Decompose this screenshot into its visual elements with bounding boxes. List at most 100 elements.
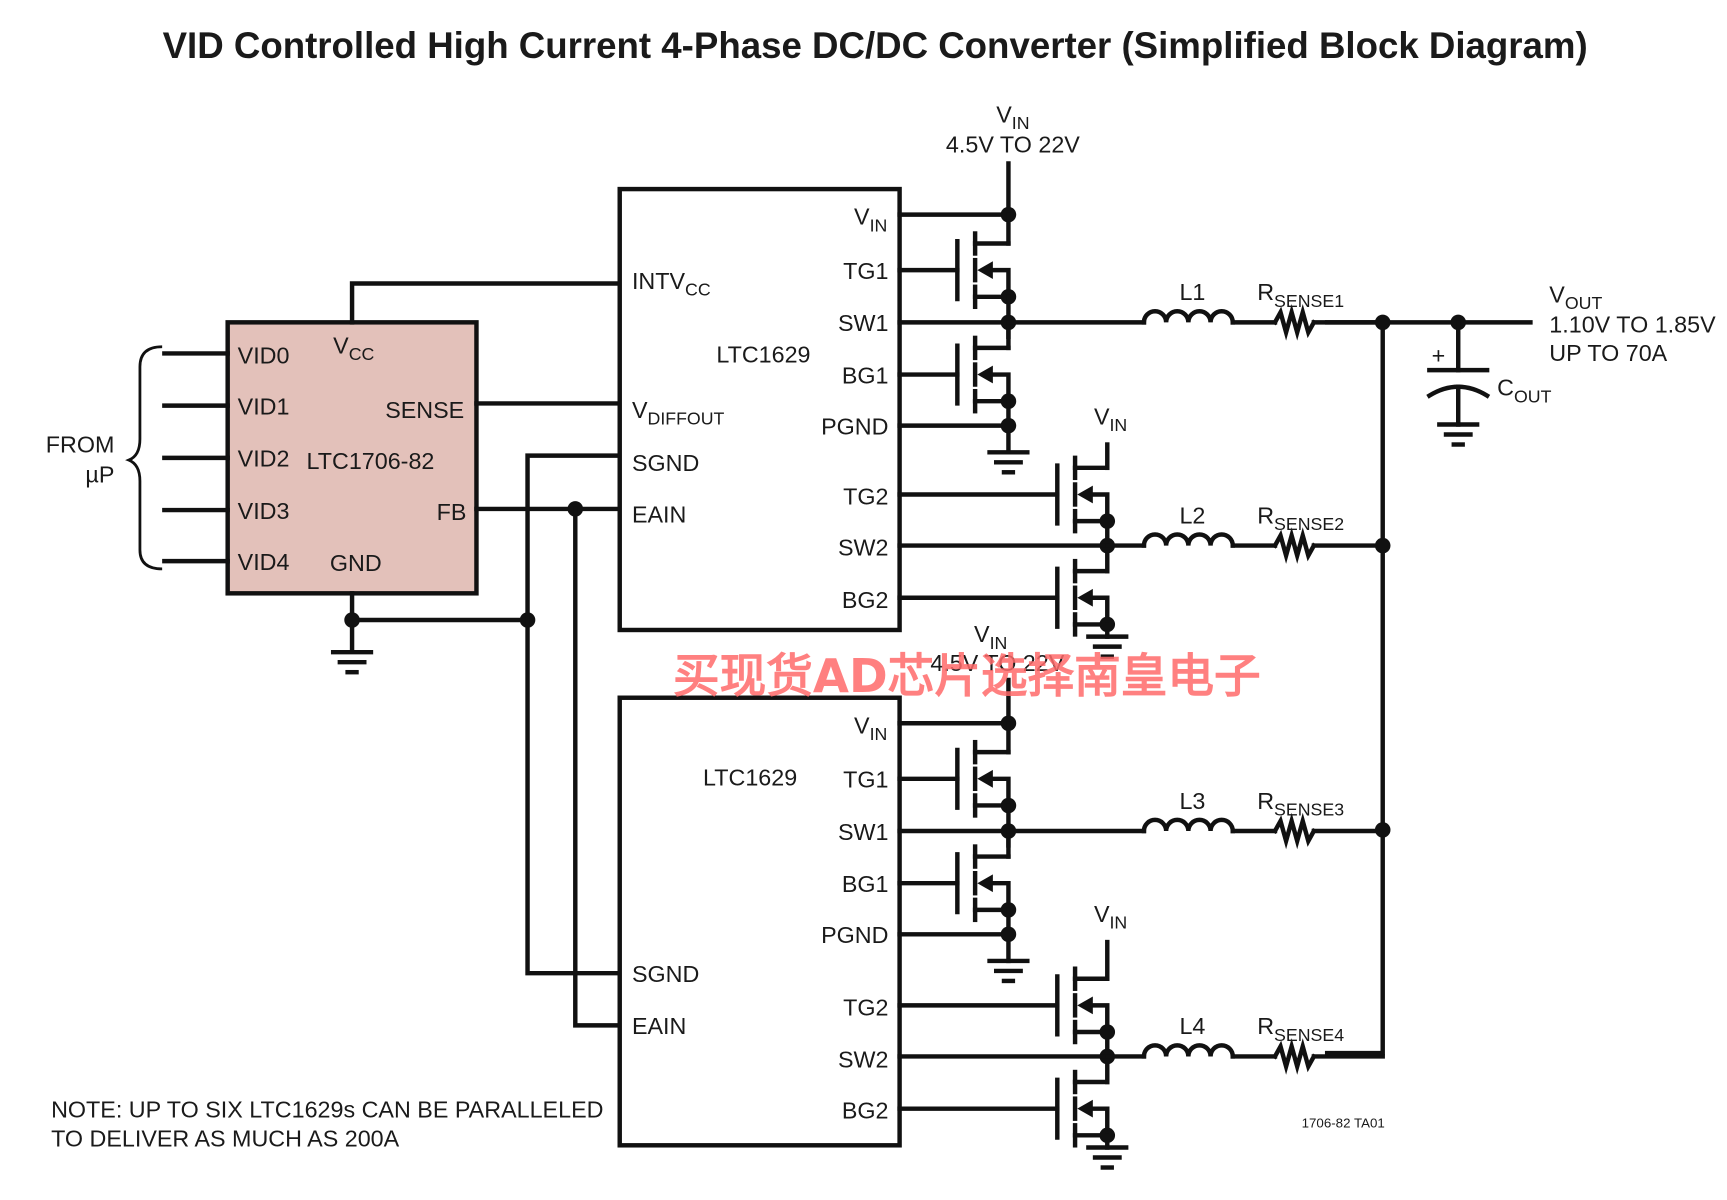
pin-sgnd: SGND <box>632 450 699 476</box>
pin-tg1: TG1 <box>843 258 888 284</box>
sense-resistor-icon <box>1271 812 1317 850</box>
cout-capacitor-icon <box>1426 320 1491 447</box>
inductor-label: L3 <box>1179 788 1205 814</box>
mosfet-source-icon <box>1086 492 1110 524</box>
pin-bg1: BG1 <box>842 871 889 897</box>
pin-vdiffout: VDIFFOUT <box>632 397 725 429</box>
note-line1: NOTE: UP TO SIX LTC1629s CAN BE PARALLEL… <box>51 1097 603 1123</box>
inductor-label: L1 <box>1179 279 1205 305</box>
mosfet-arrow-icon <box>977 261 993 280</box>
vid-input-wires <box>162 351 230 564</box>
inductor-icon <box>1141 817 1236 834</box>
ltc1706-pin-gnd: GND <box>330 550 382 576</box>
mosfet-source-icon <box>986 776 1011 808</box>
junction-dot <box>1000 417 1017 434</box>
pin-bg2: BG2 <box>842 1098 889 1124</box>
ltc1629-bottom-body <box>617 695 902 1148</box>
vin-supply-label: VIN <box>996 101 1029 133</box>
ground-symbol <box>330 649 374 675</box>
pin-tg1: TG1 <box>843 767 888 793</box>
mosfet-source-icon <box>986 880 1011 913</box>
figure-id: 1706-82 TA01 <box>1302 1116 1385 1131</box>
pin-bg1: BG1 <box>842 362 889 388</box>
pin-sw1: SW1 <box>838 819 889 845</box>
vin-local-label: VIN <box>1094 901 1127 933</box>
pin-pgnd: PGND <box>821 922 888 948</box>
diagram-title: VID Controlled High Current 4-Phase DC/D… <box>163 25 1588 66</box>
vin-supply-label: VIN <box>974 621 1007 653</box>
inductor-icon <box>1141 1043 1236 1059</box>
ltc1706-pin-vid0: VID0 <box>238 342 290 368</box>
pin-pgnd: PGND <box>821 414 888 440</box>
mosfet-arrow-icon <box>1077 996 1093 1015</box>
inductor-icon <box>1141 309 1236 325</box>
wire-sgnd-top <box>525 453 622 976</box>
vout-current: UP TO 70A <box>1549 340 1667 366</box>
sense-resistor-icon <box>1271 527 1317 564</box>
rsense-label: RSENSE2 <box>1257 502 1344 534</box>
inductor-label: L4 <box>1179 1013 1205 1039</box>
ltc1706-pin-vid2: VID2 <box>238 446 290 472</box>
ltc1706-pin-vid4: VID4 <box>238 549 290 575</box>
ltc1629-top-body <box>617 186 902 633</box>
inductor-icon <box>1141 532 1236 548</box>
from-up-label-line1: FROM <box>46 431 115 457</box>
pin-tg2: TG2 <box>843 994 888 1020</box>
vout-range: 1.10V TO 1.85V <box>1549 311 1716 337</box>
rsense-label: RSENSE1 <box>1257 279 1344 311</box>
pin-intvcc: INTVCC <box>632 268 711 300</box>
mosfet-source-icon <box>986 372 1011 404</box>
output-bus <box>1324 320 1385 1056</box>
wire-vcc-intvcc <box>349 281 622 325</box>
mosfet-source-icon <box>1086 1106 1110 1138</box>
sense-resistor-icon <box>1271 304 1317 341</box>
junction-dot <box>1374 822 1391 838</box>
vout-label: VOUT <box>1549 281 1602 313</box>
ltc1706-body <box>225 320 479 596</box>
pin-vin: VIN <box>854 712 887 744</box>
ltc1706-pin-vid3: VID3 <box>238 498 290 524</box>
pin-sw2: SW2 <box>838 535 889 561</box>
rsense-label: RSENSE3 <box>1257 788 1344 820</box>
watermark: 买现货AD芯片选择南皇电子 <box>673 649 1261 703</box>
mosfet-arrow-icon <box>977 365 993 384</box>
cout-label: COUT <box>1497 375 1551 407</box>
pin-eain: EAIN <box>632 1013 686 1039</box>
from-up-label-line2: µP <box>85 461 114 487</box>
ltc1629-bottom-part-number: LTC1629 <box>703 764 797 790</box>
ltc1706-chip: VID0 VID1 VID2 VID3 VID4 VCC SENSE LTC17… <box>225 320 479 596</box>
mosfet-arrow-icon <box>1077 588 1093 607</box>
mosfet-arrow-icon <box>977 769 993 788</box>
mosfet-arrow-icon <box>1077 1099 1093 1118</box>
ltc1706-pin-fb: FB <box>437 499 467 525</box>
mosfet-source-icon <box>1086 595 1110 627</box>
ltc1706-pin-sense: SENSE <box>385 397 464 423</box>
sense-resistor-icon <box>1271 1038 1317 1075</box>
pin-bg2: BG2 <box>842 587 889 613</box>
pin-tg2: TG2 <box>843 483 888 509</box>
vin-supply-range: 4.5V TO 22V <box>930 650 1064 676</box>
ltc1629-bottom: SGND EAIN LTC1629 VIN TG1 SW1 BG1 PGND T… <box>617 695 902 1148</box>
cout-polarity: + <box>1432 342 1446 368</box>
mosfet-source-icon <box>986 267 1011 300</box>
note-line2: TO DELIVER AS MUCH AS 200A <box>51 1125 400 1151</box>
ltc1706-pin-vid1: VID1 <box>238 394 290 420</box>
rsense-label: RSENSE4 <box>1257 1013 1344 1045</box>
vin-local-label: VIN <box>1094 404 1127 436</box>
ltc1629-top-part-number: LTC1629 <box>716 341 810 367</box>
mosfet-arrow-icon <box>977 874 993 893</box>
pin-vin: VIN <box>854 204 887 236</box>
vin-supply-range: 4.5V TO 22V <box>946 131 1080 157</box>
ltc1706-pin-vcc: VCC <box>333 332 374 364</box>
ltc1629-top: INTVCC VDIFFOUT SGND EAIN LTC1629 VIN TG… <box>617 186 902 633</box>
pin-sw2: SW2 <box>838 1047 889 1073</box>
wire-eain-bottom <box>573 506 622 1028</box>
pin-eain: EAIN <box>632 501 686 527</box>
mosfet-arrow-icon <box>1077 485 1093 504</box>
pin-sgnd: SGND <box>632 961 699 987</box>
junction-dot <box>1374 537 1391 554</box>
pin-sw1: SW1 <box>838 310 889 336</box>
inductor-label: L2 <box>1179 502 1205 528</box>
